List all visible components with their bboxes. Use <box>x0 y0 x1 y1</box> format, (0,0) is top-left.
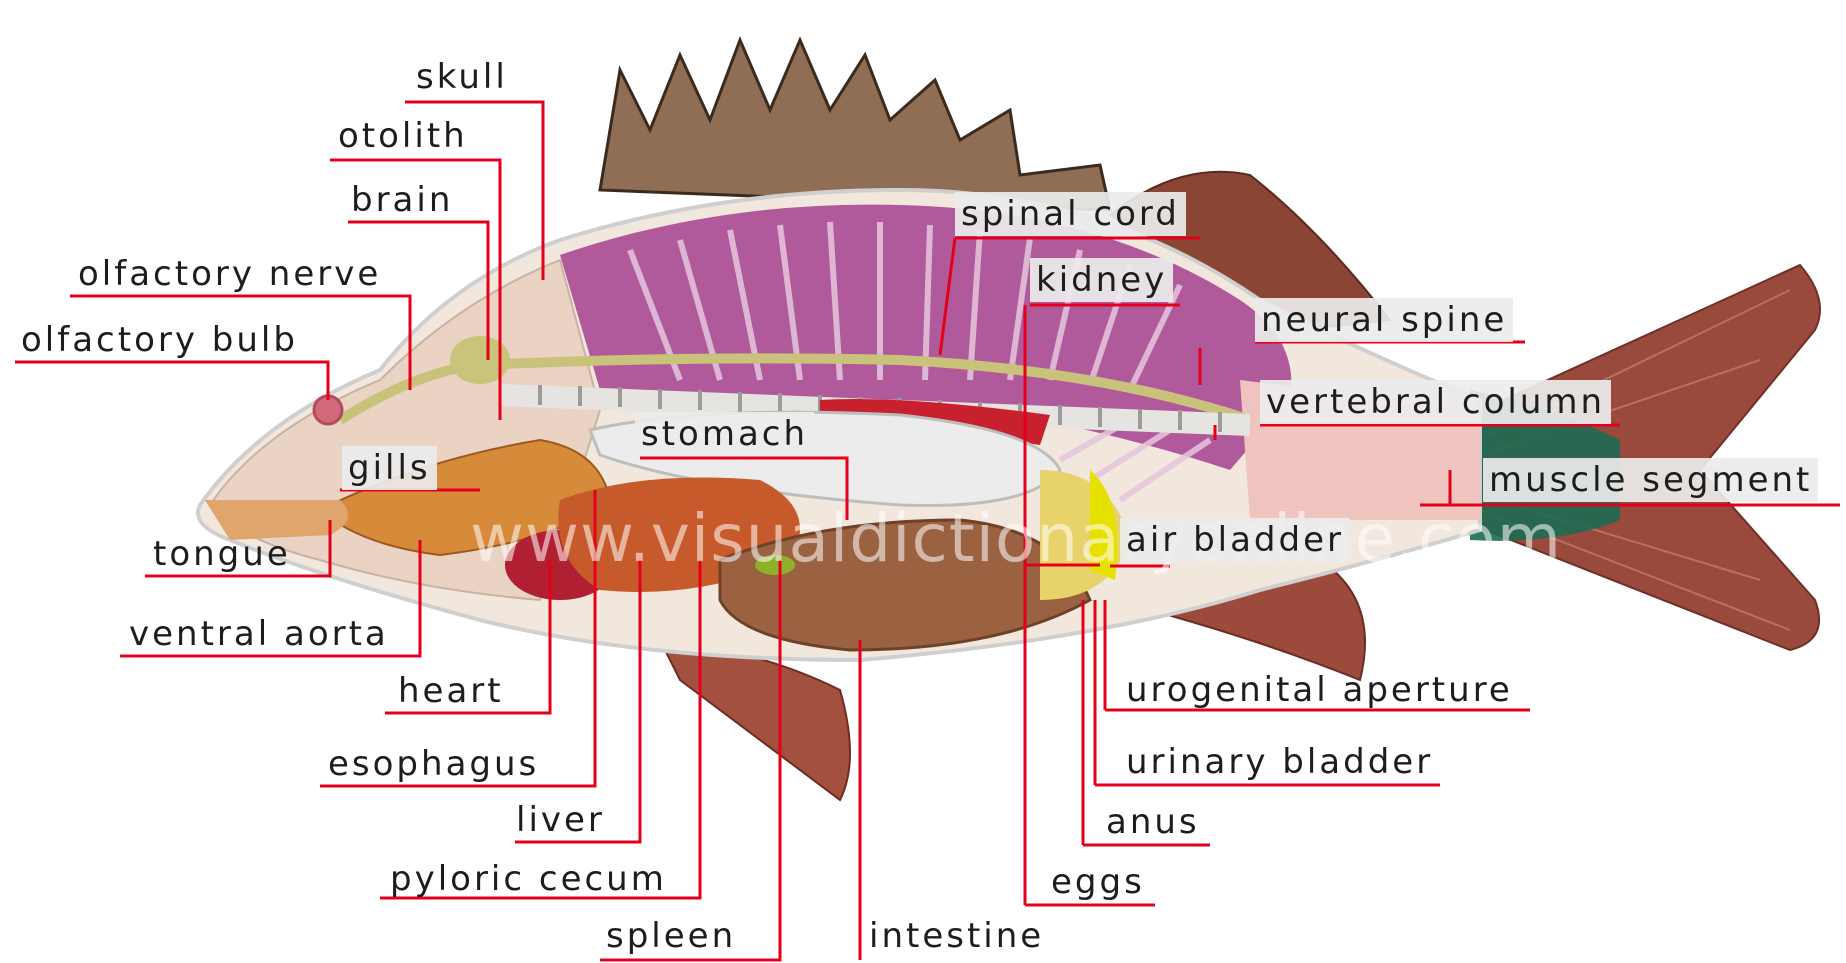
label-muscle-segment: muscle segment <box>1483 458 1818 502</box>
label-olfactory-bulb: olfactory bulb <box>15 318 304 362</box>
watermark: www.visualdictionaryonline.com <box>470 500 1562 577</box>
label-spinal-cord: spinal cord <box>955 192 1186 236</box>
label-intestine: intestine <box>863 914 1050 958</box>
label-urogenital-aperture: urogenital aperture <box>1120 668 1519 712</box>
dorsal-spiny-fin <box>600 40 1110 210</box>
label-esophagus: esophagus <box>322 742 545 786</box>
olfactory-bulb-shape <box>314 396 342 424</box>
label-brain: brain <box>345 178 459 222</box>
label-anus: anus <box>1100 800 1206 844</box>
label-liver: liver <box>510 798 611 842</box>
label-olfactory-nerve: olfactory nerve <box>72 252 387 296</box>
label-ventral-aorta: ventral aorta <box>123 612 395 656</box>
label-gills: gills <box>342 446 437 490</box>
label-vertebral-column: vertebral column <box>1260 380 1611 424</box>
label-kidney: kidney <box>1030 258 1173 302</box>
label-tongue: tongue <box>147 532 297 576</box>
label-eggs: eggs <box>1045 860 1151 904</box>
label-heart: heart <box>392 669 510 713</box>
label-spleen: spleen <box>600 914 742 958</box>
label-urinary-bladder: urinary bladder <box>1120 740 1439 784</box>
label-otolith: otolith <box>332 114 474 158</box>
pelvic-fin <box>660 640 850 800</box>
label-stomach: stomach <box>635 412 814 456</box>
label-neural-spine: neural spine <box>1255 298 1513 342</box>
label-pyloric-cecum: pyloric cecum <box>384 857 673 901</box>
label-air-bladder: air bladder <box>1120 518 1350 562</box>
label-skull: skull <box>410 55 514 99</box>
